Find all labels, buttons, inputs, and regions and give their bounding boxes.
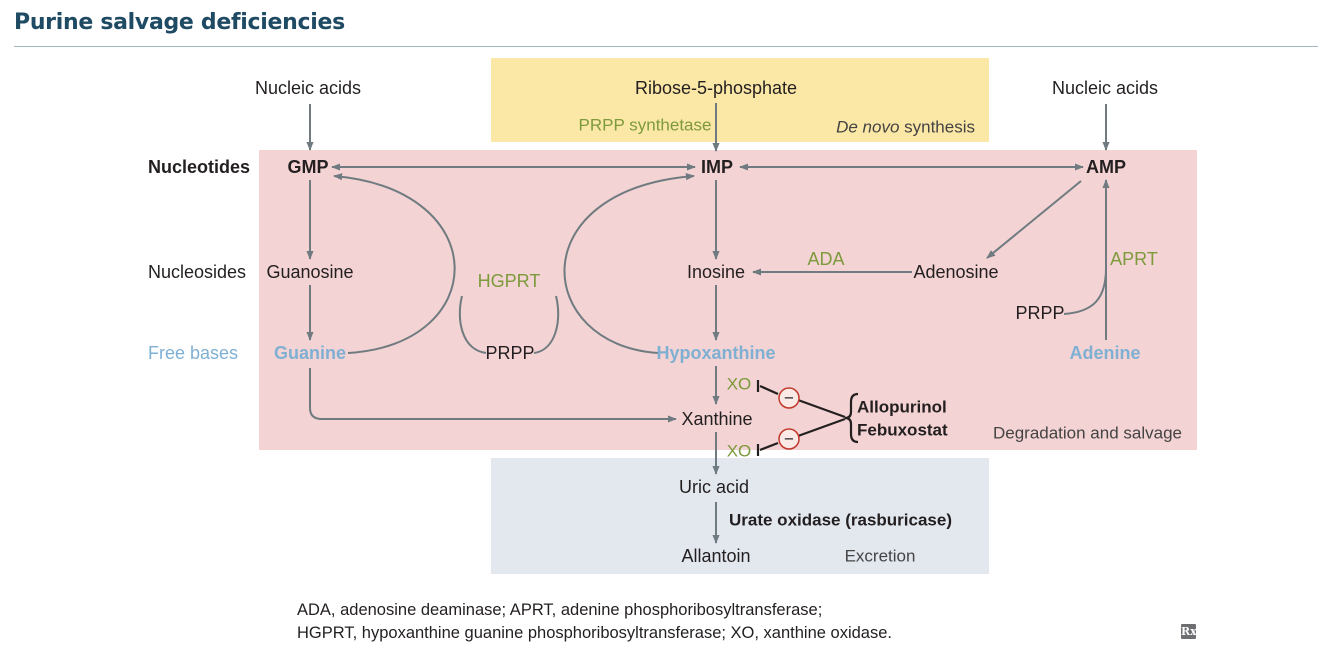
node-guanosine: Guanosine (266, 262, 354, 282)
page-title: Purine salvage deficiencies (14, 10, 345, 35)
node-ribose-5-phosphate: Ribose-5-phosphate (634, 78, 798, 98)
arrow-prpp-aprt (1063, 267, 1107, 315)
node-inosine: Inosine (686, 262, 746, 282)
arrow-hypoxanthine-salvage (563, 173, 695, 354)
excretion-region (491, 458, 989, 574)
row-label-nucleotides: Nucleotides (148, 157, 251, 177)
enzyme-aprt: APRT (1110, 249, 1158, 269)
node-adenine: Adenine (1069, 343, 1141, 363)
enzyme-urate-oxidase: Urate oxidase (rasburicase) (729, 510, 952, 530)
arrow-guanine-salvage (333, 173, 456, 354)
arrow-prpp-hypoxanthine (533, 295, 560, 354)
enzyme-prpp-synthetase: PRPP synthetase (578, 115, 712, 135)
region-label-excretion: Excretion (844, 546, 916, 566)
minus-sign-bottom: − (784, 429, 794, 449)
denovo-italic: De novo (836, 117, 900, 137)
row-label-free-bases: Free bases (148, 343, 239, 363)
enzyme-ada: ADA (807, 249, 845, 269)
inhibit-line-bottom (759, 417, 846, 452)
arrow-prpp-guanine (458, 295, 487, 354)
degradation-salvage-region (259, 150, 1197, 450)
node-amp: AMP (1086, 157, 1126, 177)
node-adenosine: Adenosine (913, 262, 999, 282)
footer-line-1: ADA, adenosine deaminase; APRT, adenine … (297, 600, 823, 619)
node-prpp-right: PRPP (1015, 303, 1065, 323)
enzyme-xo-bottom: XO (726, 441, 752, 461)
row-label-nucleosides: Nucleosides (148, 262, 247, 282)
node-uric-acid: Uric acid (678, 477, 750, 497)
node-hypoxanthine: Hypoxanthine (656, 343, 776, 363)
arrow-amp-to-adenosine (986, 180, 1082, 259)
denovo-suffix: synthesis (899, 117, 975, 137)
node-guanine: Guanine (273, 343, 347, 363)
minus-sign-top: − (784, 388, 794, 408)
node-xanthine: Xanthine (681, 409, 753, 429)
region-label-degradation: Degradation and salvage (992, 423, 1182, 443)
enzyme-xo-top: XO (726, 374, 752, 394)
node-nucleic-acids-left: Nucleic acids (254, 78, 362, 98)
arrow-guanine-to-xanthine (309, 368, 677, 423)
node-gmp: GMP (287, 157, 329, 177)
inhibit-line-top (759, 384, 846, 419)
title-divider (14, 46, 1318, 47)
rx-logo-icon: Rx (1181, 624, 1197, 639)
footer-line-2: HGPRT, hypoxanthine guanine phosphoribos… (297, 623, 892, 642)
node-imp: IMP (700, 157, 734, 177)
enzyme-hgprt: HGPRT (477, 271, 541, 291)
node-prpp-middle: PRPP (485, 343, 535, 363)
node-nucleic-acids-right: Nucleic acids (1051, 78, 1159, 98)
drug-allopurinol: Allopurinol (857, 397, 947, 417)
minus-circle-bottom (778, 428, 800, 450)
region-label-denovo: De novo synthesis (836, 119, 975, 136)
minus-circle-top (778, 387, 800, 409)
node-allantoin: Allantoin (681, 546, 751, 566)
inhibitor-brace (844, 392, 859, 444)
denovo-synthesis-region (491, 58, 989, 142)
drug-febuxostat: Febuxostat (857, 420, 948, 440)
